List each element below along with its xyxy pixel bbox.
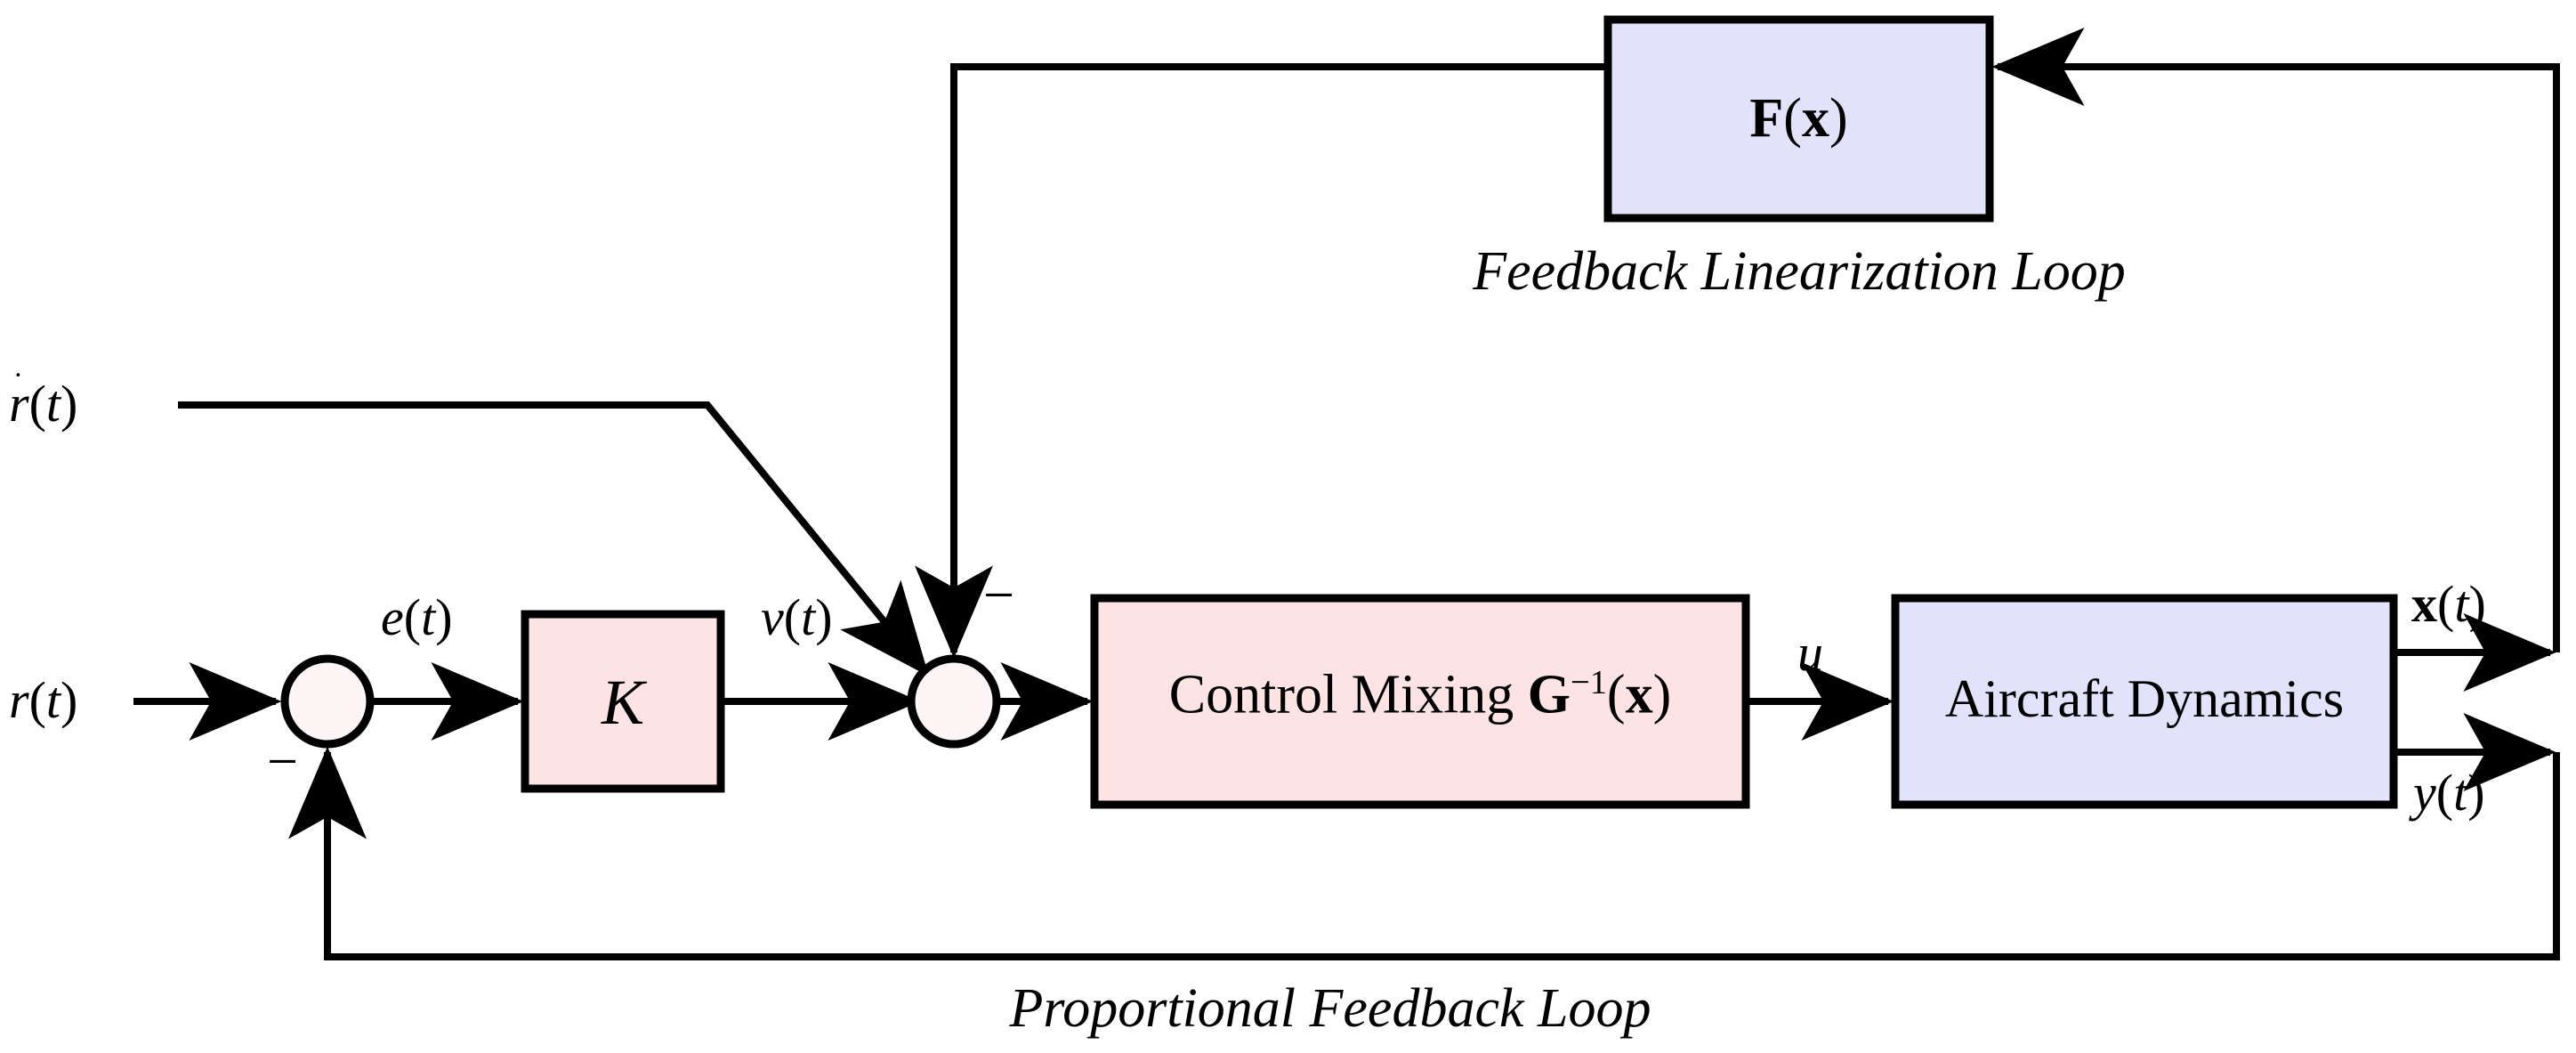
annotation-proportional-feedback-loop: Proportional Feedback Loop (1009, 978, 1651, 1039)
sign-label-error-sum: − (267, 732, 298, 792)
fx-open-paren: ( (1783, 88, 1802, 149)
reference-rate-base-wrap: r˙ (9, 368, 29, 433)
block-aircraft-dynamics[interactable] (1891, 594, 2398, 809)
virtual-base: v (761, 588, 784, 646)
wire-feedback-linearization-to-sum (915, 63, 1608, 659)
block-label-aircraft-dynamics: Aircraft Dynamics (1895, 672, 2394, 725)
signal-label-control-input: u (1797, 628, 1823, 679)
fx-close-paren: ) (1829, 88, 1848, 149)
block-label-feedback-function: F(x) (1608, 91, 1990, 146)
output-open-paren: ( (2435, 764, 2454, 822)
output-close-paren: ) (2467, 764, 2485, 822)
control-mixing-open-paren: ( (1606, 664, 1626, 725)
state-close-paren: ) (2468, 575, 2486, 633)
reference-arg: t (45, 671, 61, 729)
reference-rate-arg: t (45, 375, 61, 433)
virtual-open-paren: ( (783, 588, 802, 646)
signal-label-virtual-control: v(t) (761, 592, 833, 644)
block-control-mixing[interactable] (1090, 594, 1750, 809)
summing-junction-linearization[interactable] (907, 654, 1001, 749)
sign-label-linearization-sum: − (983, 565, 1014, 626)
control-mixing-exponent: −1 (1571, 664, 1607, 701)
wire-state-feedback-to-fx (1991, 27, 2560, 652)
summing-junction-error[interactable] (280, 654, 375, 749)
error-arg: t (421, 588, 436, 646)
reference-rate-open-paren: ( (28, 375, 46, 433)
state-open-paren: ( (2437, 575, 2455, 633)
derivative-dot-icon: ˙ (12, 366, 24, 402)
control-mixing-close-paren: ) (1652, 664, 1672, 725)
reference-close-paren: ) (61, 671, 78, 729)
block-gain[interactable] (521, 610, 725, 793)
output-arg: t (2453, 764, 2468, 822)
signal-label-state: x(t) (2411, 579, 2486, 630)
error-base: e (381, 588, 404, 646)
reference-open-paren: ( (28, 671, 46, 729)
gain-label-text: K (601, 667, 645, 738)
signal-label-reference-rate: r˙(t) (9, 368, 78, 433)
virtual-arg: t (801, 588, 816, 646)
signal-label-output: y(t) (2413, 767, 2485, 819)
block-feedback-function-fx[interactable] (1603, 15, 1994, 223)
reference-base: r (9, 671, 29, 729)
wire-output-feedback-to-error-sum (288, 746, 2560, 960)
output-base: y (2413, 764, 2436, 822)
error-open-paren: ( (403, 588, 422, 646)
virtual-close-paren: ) (815, 588, 833, 646)
control-mixing-symbol-g: G (1527, 664, 1571, 725)
signal-label-error: e(t) (381, 592, 453, 644)
fx-symbol-f: F (1749, 88, 1784, 149)
aircraft-dynamics-text: Aircraft Dynamics (1944, 669, 2345, 728)
control-input-base: u (1797, 624, 1823, 682)
control-mixing-prefix: Control Mixing (1168, 664, 1528, 725)
block-label-control-mixing: Control Mixing G−1(x) (1094, 666, 1746, 723)
block-label-gain: K (525, 670, 721, 734)
fx-arg-x: x (1801, 88, 1829, 149)
signal-label-reference: r(t) (9, 675, 77, 726)
wire-reference-rate-input (178, 401, 930, 676)
reference-rate-base: r (9, 375, 29, 433)
reference-rate-close-paren: ) (61, 375, 78, 433)
annotation-feedback-linearization-loop: Feedback Linearization Loop (1473, 241, 2126, 302)
control-mixing-arg-x: x (1625, 664, 1653, 725)
state-base: x (2411, 575, 2437, 633)
state-arg: t (2454, 575, 2469, 633)
error-close-paren: ) (435, 588, 453, 646)
